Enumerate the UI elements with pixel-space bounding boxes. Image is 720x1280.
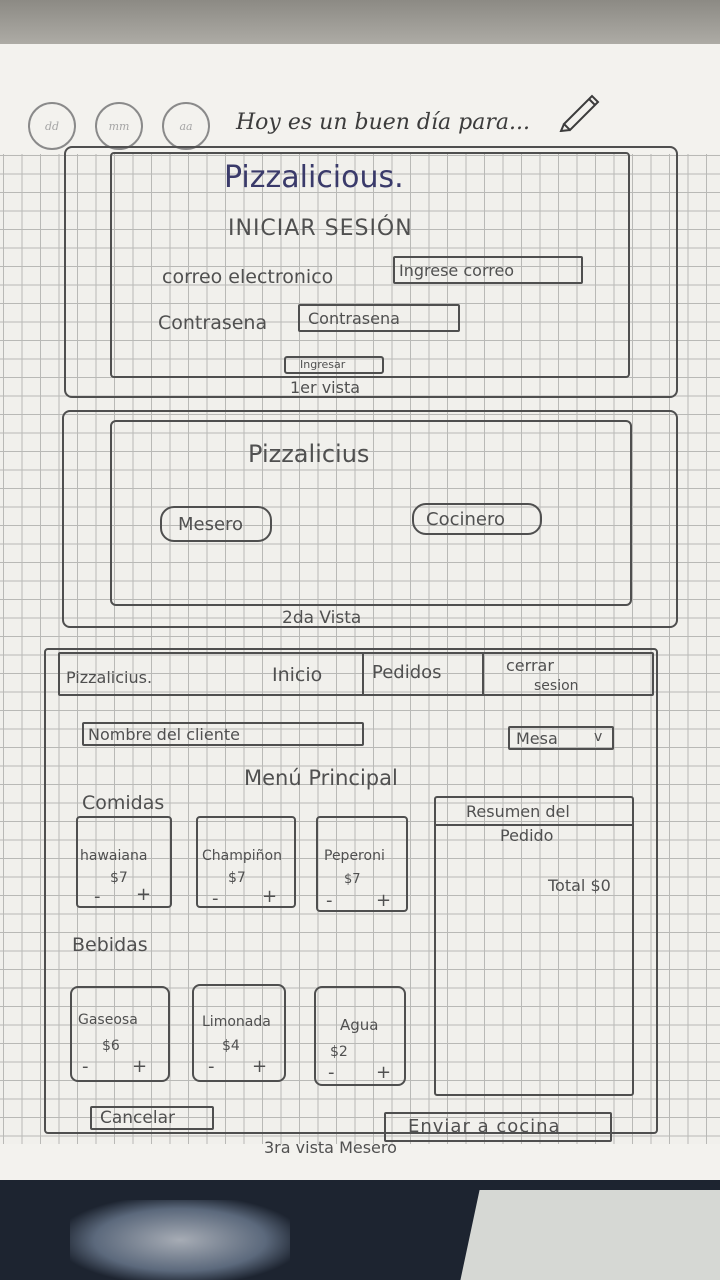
- date-day-circle: dd: [28, 102, 76, 150]
- waiter-button[interactable]: Mesero: [160, 506, 272, 542]
- table-select[interactable]: Mesa v: [508, 726, 614, 750]
- nav-orders-link[interactable]: Pedidos: [372, 662, 442, 683]
- password-placeholder: Contrasena: [308, 309, 400, 328]
- logout-line2: sesion: [534, 678, 579, 694]
- customer-name-placeholder: Nombre del cliente: [88, 725, 240, 744]
- view1-title: INICIAR SESIÓN: [228, 216, 413, 241]
- view1-screen: [110, 152, 630, 378]
- foods-heading: Comidas: [82, 792, 165, 814]
- navbar-divider-2: [482, 654, 484, 696]
- chevron-down-icon: v: [594, 729, 603, 745]
- decrement-button[interactable]: -: [212, 888, 219, 909]
- view3-frame: [44, 648, 658, 1134]
- navbar: [58, 652, 654, 696]
- send-to-kitchen-button[interactable]: Enviar a cocina: [384, 1112, 612, 1142]
- summary-divider: [436, 824, 632, 826]
- login-button[interactable]: Ingresar: [284, 356, 384, 374]
- view2-frame: [62, 410, 678, 628]
- view1-brand: Pizzalicious.: [224, 160, 404, 195]
- login-button-label: Ingresar: [300, 358, 346, 371]
- email-input[interactable]: Ingrese correo: [393, 256, 583, 284]
- email-placeholder: Ingrese correo: [399, 261, 515, 280]
- white-tray: [460, 1190, 720, 1280]
- increment-button[interactable]: +: [376, 1062, 392, 1083]
- drink-price: $4: [222, 1038, 240, 1054]
- decrement-button[interactable]: -: [208, 1056, 215, 1077]
- food-price: $7: [228, 870, 246, 886]
- drink-card[interactable]: Gaseosa $6 - +: [70, 986, 170, 1082]
- view3-caption: 3ra vista Mesero: [264, 1138, 397, 1157]
- cook-button-label: Cocinero: [426, 509, 505, 530]
- nav-home-link[interactable]: Inicio: [272, 664, 323, 686]
- food-card[interactable]: Champiñon $7 - +: [196, 816, 296, 909]
- view2-caption: 2da Vista: [282, 608, 362, 628]
- drink-name: Limonada: [202, 1014, 271, 1030]
- motto-text: Hoy es un buen día para...: [236, 110, 530, 135]
- decrement-button[interactable]: -: [328, 1062, 335, 1083]
- drink-name: Gaseosa: [78, 1012, 138, 1028]
- cancel-button-label: Cancelar: [100, 1108, 175, 1128]
- food-card[interactable]: hawaiana $7 - +: [76, 816, 172, 908]
- cancel-button[interactable]: Cancelar: [90, 1106, 214, 1130]
- cook-button[interactable]: Cocinero: [412, 503, 542, 535]
- fabric-patch: [70, 1200, 290, 1280]
- drink-price: $2: [330, 1044, 348, 1060]
- view2-screen: [110, 420, 632, 606]
- password-label: Contrasena: [158, 312, 268, 334]
- increment-button[interactable]: +: [132, 1056, 148, 1077]
- password-input[interactable]: Contrasena: [298, 304, 460, 332]
- send-button-label: Enviar a cocina: [408, 1116, 561, 1137]
- navbar-divider-1: [362, 654, 364, 696]
- drink-name: Agua: [340, 1016, 379, 1034]
- nav-logout-link[interactable]: cerrar sesion: [498, 654, 618, 696]
- decrement-button[interactable]: -: [82, 1056, 89, 1077]
- increment-button[interactable]: +: [252, 1056, 268, 1077]
- view1-frame: [64, 146, 678, 398]
- logout-line1: cerrar: [506, 656, 554, 675]
- waiter-button-label: Mesero: [178, 514, 244, 535]
- summary-total: Total $0: [548, 876, 611, 895]
- food-name: Peperoni: [324, 848, 385, 864]
- drink-card[interactable]: Agua $2 - +: [314, 986, 406, 1086]
- customer-name-input[interactable]: Nombre del cliente: [82, 722, 364, 746]
- drinks-heading: Bebidas: [72, 934, 148, 956]
- table-select-value: Mesa: [516, 729, 558, 748]
- food-name: hawaiana: [80, 848, 148, 864]
- increment-button[interactable]: +: [262, 886, 278, 907]
- drink-price: $6: [102, 1038, 120, 1054]
- increment-button[interactable]: +: [136, 884, 152, 905]
- decrement-button[interactable]: -: [326, 890, 333, 911]
- food-name: Champiñon: [202, 848, 282, 864]
- summary-title-line1: Resumen del: [466, 802, 570, 821]
- decrement-button[interactable]: -: [94, 886, 101, 907]
- notebook-page: [0, 44, 720, 1194]
- drink-card[interactable]: Limonada $4 - +: [192, 984, 286, 1082]
- view2-brand: Pizzalicius: [248, 440, 370, 468]
- date-year-circle: aa: [162, 102, 210, 150]
- food-card[interactable]: Peperoni $7 - +: [316, 816, 408, 912]
- food-price: $7: [344, 872, 361, 887]
- increment-button[interactable]: +: [376, 890, 392, 911]
- summary-title-line2: Pedido: [500, 826, 554, 845]
- navbar-brand: Pizzalicius.: [66, 668, 153, 687]
- food-price: $7: [110, 870, 128, 886]
- view1-caption: 1er vista: [290, 378, 361, 397]
- pencil-icon: [559, 94, 600, 132]
- date-month-circle: mm: [95, 102, 143, 150]
- menu-title: Menú Principal: [244, 766, 398, 790]
- email-label: correo electronico: [162, 266, 334, 288]
- order-summary-panel: Resumen del Pedido Total $0: [434, 796, 634, 1096]
- table-surface-bottom: [0, 1180, 720, 1280]
